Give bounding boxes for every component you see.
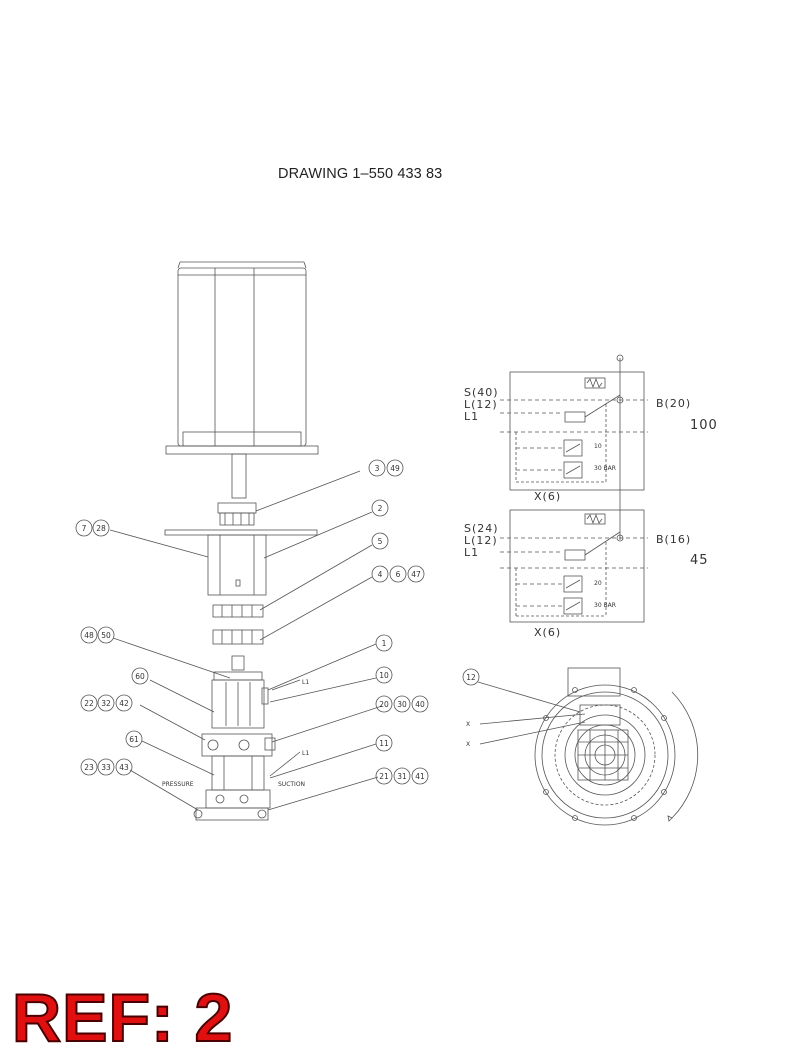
svg-text:22: 22: [84, 699, 94, 708]
schematic-upper: [500, 354, 648, 540]
coupling-halves: [212, 604, 264, 671]
svg-text:3: 3: [375, 464, 380, 473]
top-view-labels: X X: [466, 721, 470, 748]
svg-text:20: 20: [594, 580, 602, 587]
svg-text:SUCTION: SUCTION: [278, 781, 305, 788]
bell-housing: [164, 529, 318, 596]
svg-text:2: 2: [378, 504, 383, 513]
svg-text:20: 20: [379, 700, 389, 709]
svg-text:L(12): L(12): [464, 534, 498, 547]
svg-text:12: 12: [466, 673, 476, 682]
svg-text:S(24): S(24): [464, 522, 499, 535]
svg-text:L1: L1: [302, 750, 309, 757]
svg-text:41: 41: [415, 772, 425, 781]
svg-text:5: 5: [378, 537, 383, 546]
callout-numbers: 3 49 2 7 28 5 4 6 47 48 50 1 60 10 22 32…: [82, 464, 476, 781]
svg-text:40: 40: [415, 700, 425, 709]
svg-text:L1: L1: [464, 546, 479, 559]
pump-top-view: [477, 667, 699, 826]
svg-text:PRESSURE: PRESSURE: [162, 781, 194, 788]
svg-text:60: 60: [135, 672, 145, 681]
svg-text:48: 48: [84, 631, 94, 640]
svg-text:30 BAR: 30 BAR: [594, 465, 616, 472]
svg-text:10: 10: [379, 671, 389, 680]
svg-text:30: 30: [397, 700, 407, 709]
svg-text:31: 31: [397, 772, 407, 781]
svg-text:L1: L1: [464, 410, 479, 423]
svg-text:50: 50: [101, 631, 111, 640]
svg-text:23: 23: [84, 763, 94, 772]
svg-text:7: 7: [82, 524, 87, 533]
svg-text:47: 47: [411, 570, 421, 579]
schematic-upper-labels: S(40) L(12) L1 B(20) X(6) 100 10 30 BAR: [464, 386, 718, 503]
svg-text:B(16): B(16): [656, 533, 691, 546]
svg-text:100: 100: [690, 418, 718, 433]
schematic-lower-labels: S(24) L(12) L1 B(16) X(6) 45 20 30 BAR: [464, 522, 709, 639]
svg-text:B(20): B(20): [656, 397, 691, 410]
drawing-title: DRAWING 1–550 433 83: [278, 166, 443, 182]
svg-text:11: 11: [379, 739, 389, 748]
svg-text:32: 32: [101, 699, 111, 708]
svg-text:X: X: [466, 721, 470, 728]
svg-text:42: 42: [119, 699, 129, 708]
svg-text:X(6): X(6): [534, 626, 561, 639]
svg-text:30 BAR: 30 BAR: [594, 602, 616, 609]
svg-text:33: 33: [101, 763, 111, 772]
pump-body: [193, 671, 276, 821]
svg-text:49: 49: [390, 464, 400, 473]
motor-assembly: [165, 261, 319, 499]
callout-bubbles: [75, 459, 480, 785]
svg-text:43: 43: [119, 763, 129, 772]
svg-text:4: 4: [378, 570, 383, 579]
schematic-lower: [500, 509, 648, 623]
svg-text:61: 61: [129, 735, 139, 744]
svg-text:45: 45: [690, 553, 709, 568]
svg-text:S(40): S(40): [464, 386, 499, 399]
leader-lines: [109, 470, 383, 811]
svg-text:X(6): X(6): [534, 490, 561, 503]
svg-text:6: 6: [396, 570, 401, 579]
svg-text:21: 21: [379, 772, 389, 781]
svg-text:1: 1: [382, 639, 387, 648]
reference-stamp: REF: 2: [11, 980, 234, 1056]
svg-text:X: X: [466, 741, 470, 748]
svg-text:L(12): L(12): [464, 398, 498, 411]
side-labels: L1 L1 PRESSURE SUCTION: [162, 679, 309, 788]
coupling: [217, 502, 257, 526]
svg-text:10: 10: [594, 443, 602, 450]
svg-text:28: 28: [96, 524, 106, 533]
svg-text:L1: L1: [302, 679, 309, 686]
